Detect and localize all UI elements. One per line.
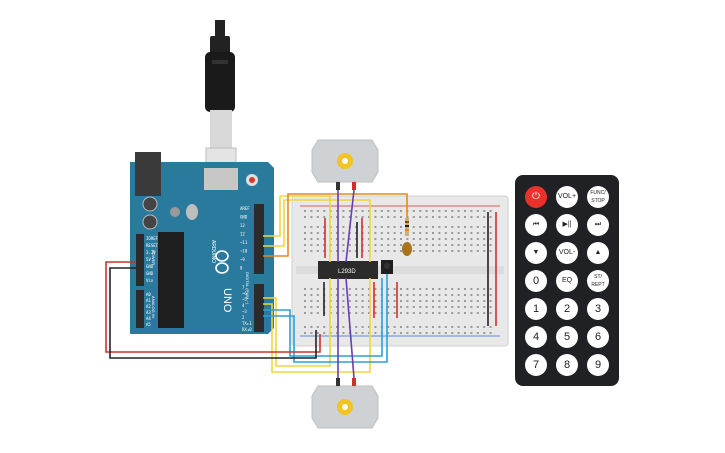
digital-header-top <box>254 204 264 274</box>
pin-label: A5 <box>146 322 151 327</box>
pin-label: ~10 <box>240 249 248 254</box>
arduino-logo <box>215 250 229 274</box>
pin-label: A4 <box>146 316 151 321</box>
pin-label: A3 <box>146 310 151 315</box>
wire-blue-2[interactable] <box>263 274 388 363</box>
dc-motor-bottom[interactable] <box>311 378 379 429</box>
pin-label: ~5 <box>242 297 247 302</box>
pin-label: 7 <box>242 285 245 290</box>
power-pin-labels: IOREF RESET 3.3V 5V GND GND Vin <box>146 236 159 283</box>
wire-yellow-4[interactable] <box>263 278 371 373</box>
power-header-label: POWER <box>151 250 156 265</box>
uno-logo-text: UNO <box>221 288 233 313</box>
remote-button-play-pause[interactable]: ▶|| <box>556 214 578 236</box>
pin-label: 3.3V <box>146 250 156 255</box>
remote-button-prev[interactable]: ⏮ <box>525 214 547 236</box>
remote-button-six[interactable]: 6 <box>587 326 609 348</box>
remote-button-zero[interactable]: 0 <box>525 270 547 292</box>
pin-label: GND <box>146 264 154 269</box>
pin-label: RX◂0 <box>242 327 252 332</box>
dc-motor-top[interactable] <box>311 139 379 190</box>
remote-button-eight[interactable]: 8 <box>556 354 578 376</box>
wire-red-power[interactable] <box>105 261 321 353</box>
usb-port <box>204 168 238 190</box>
pin-label: IOREF <box>146 236 159 241</box>
pin-label: 12 <box>240 232 245 237</box>
remote-button-st-rept[interactable]: ST/ REPT <box>587 270 609 292</box>
pin-label: GND <box>240 215 248 220</box>
pin-label: ~6 <box>242 291 247 296</box>
remote-button-five[interactable]: 5 <box>556 326 578 348</box>
l293d-chip[interactable]: L293D <box>318 261 378 279</box>
pin-label: 13 <box>240 223 245 228</box>
remote-button-two[interactable]: 2 <box>556 298 578 320</box>
wire-black-gnd[interactable] <box>109 267 317 359</box>
wire-orange[interactable] <box>263 193 408 257</box>
pin-label: 5V <box>146 257 151 262</box>
remote-button-power[interactable]: ⏻ <box>525 186 547 208</box>
pin-label: 2 <box>242 315 245 320</box>
remote-button-func-stop[interactable]: FUNC/ STOP <box>587 186 609 208</box>
atmega-chip <box>158 232 184 328</box>
wire-purple-2[interactable] <box>345 189 355 263</box>
capacitor[interactable] <box>402 242 412 256</box>
remote-button-vol-down[interactable]: VOL- <box>556 242 578 264</box>
wire-purple-4[interactable] <box>345 277 355 379</box>
pin-label: TX▸1 <box>242 321 252 326</box>
digital-pin-labels-top: AREF GND 13 12 ~11 ~10 ~9 8 <box>240 206 250 271</box>
arduino-uno-board[interactable]: UNO ARDUINO DIGITAL (PWM ~) POWER ANALOG… <box>130 152 274 334</box>
remote-button-nine[interactable]: 9 <box>587 354 609 376</box>
brand-text: ARDUINO <box>210 240 216 263</box>
pin-label: Vin <box>146 278 154 283</box>
pin-label: A0 <box>146 292 151 297</box>
remote-button-one[interactable]: 1 <box>525 298 547 320</box>
pin-label: 8 <box>240 266 243 271</box>
digital-header-label: DIGITAL (PWM ~) <box>245 272 250 305</box>
resistor[interactable] <box>405 218 409 236</box>
remote-button-next[interactable]: ⏭ <box>587 214 609 236</box>
analog-header-label: ANALOG IN <box>151 296 156 318</box>
pin-label: ~3 <box>242 309 247 314</box>
reset-button[interactable] <box>249 177 255 183</box>
pin-label: A1 <box>146 298 151 303</box>
wire-yellow-1[interactable] <box>263 195 331 262</box>
usb-cable[interactable] <box>205 20 237 187</box>
l293d-label: L293D <box>338 269 356 275</box>
breadboard[interactable] <box>291 195 509 347</box>
remote-button-down[interactable]: ▼ <box>525 242 547 264</box>
remote-button-four[interactable]: 4 <box>525 326 547 348</box>
ir-receiver[interactable] <box>381 260 393 274</box>
pin-label: RESET <box>146 243 159 248</box>
pin-label: ~11 <box>240 240 248 245</box>
power-header <box>136 234 144 286</box>
pin-label: A2 <box>146 304 151 309</box>
remote-button-vol-up[interactable]: VOL+ <box>556 186 578 208</box>
remote-button-seven[interactable]: 7 <box>525 354 547 376</box>
pin-label: 4 <box>242 303 245 308</box>
power-jack <box>135 152 161 196</box>
wire-yellow-3[interactable] <box>263 278 331 367</box>
pin-label: ~9 <box>240 257 245 262</box>
pin-label: AREF <box>240 206 250 211</box>
wire-blue-1[interactable] <box>263 278 383 357</box>
analog-header <box>136 290 144 328</box>
remote-button-eq[interactable]: EQ <box>556 270 578 292</box>
digital-header-bottom <box>254 284 264 332</box>
remote-button-three[interactable]: 3 <box>587 298 609 320</box>
wire-yellow-2[interactable] <box>263 199 371 262</box>
wires <box>105 189 497 379</box>
pin-label: GND <box>146 271 154 276</box>
remote-button-up[interactable]: ▲ <box>587 242 609 264</box>
